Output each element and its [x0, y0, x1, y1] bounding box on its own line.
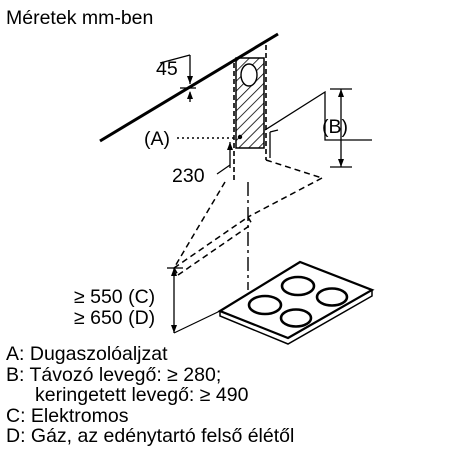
burner-front-right-icon [279, 308, 313, 328]
label-b: (B) [322, 116, 348, 138]
label-a: (A) [144, 128, 170, 150]
page-title: Méretek mm-ben [6, 7, 153, 29]
height-d-label: ≥ 650 (D) [74, 307, 155, 329]
legend-key-b: B: [6, 363, 25, 386]
air-outlet-icon [240, 63, 258, 87]
legend-item-b: B: Távozó levegő: ≥ 280; [6, 363, 294, 386]
legend-item-a: A: Dugaszolóaljzat [6, 344, 294, 365]
dimension-cooktop-height [167, 267, 221, 334]
dimension-45 [159, 54, 196, 102]
legend-item-d: D: Gáz, az edénytartó felső élétől [6, 426, 294, 447]
legend-text-b2: keringetett levegő: ≥ 490 [35, 384, 249, 406]
wall-outline [264, 90, 372, 141]
height-c-label: ≥ 550 (C) [74, 286, 155, 308]
legend-key-a: A: [6, 343, 25, 365]
legend-text-c: Elektromos [30, 404, 129, 427]
legend-item-b-continued: keringetett levegő: ≥ 490 [6, 385, 294, 406]
dimension-b [330, 88, 352, 168]
burner-rear-left-icon [280, 275, 316, 297]
legend: A: Dugaszolóaljzat B: Távozó levegő: ≥ 2… [6, 344, 294, 447]
chimney-duct [233, 45, 267, 182]
cooktop [217, 260, 375, 345]
dimension-230 [216, 129, 279, 175]
legend-text-d: Gáz, az edénytartó felső élétől [30, 425, 295, 447]
legend-item-c: C: Elektromos [6, 404, 294, 427]
legend-text-b: Távozó levegő: ≥ 280; [29, 363, 222, 386]
dim-45-label: 45 [156, 58, 178, 80]
legend-key-d: D: [6, 425, 26, 447]
burner-rear-right-icon [315, 287, 349, 307]
dim-230-label: 230 [172, 165, 205, 187]
burner-front-left-icon [247, 294, 283, 316]
plug-socket-icon [237, 134, 243, 140]
legend-key-c: C: [6, 404, 26, 427]
socket-box [235, 57, 265, 149]
legend-text-a: Dugaszolóaljzat [29, 343, 168, 365]
